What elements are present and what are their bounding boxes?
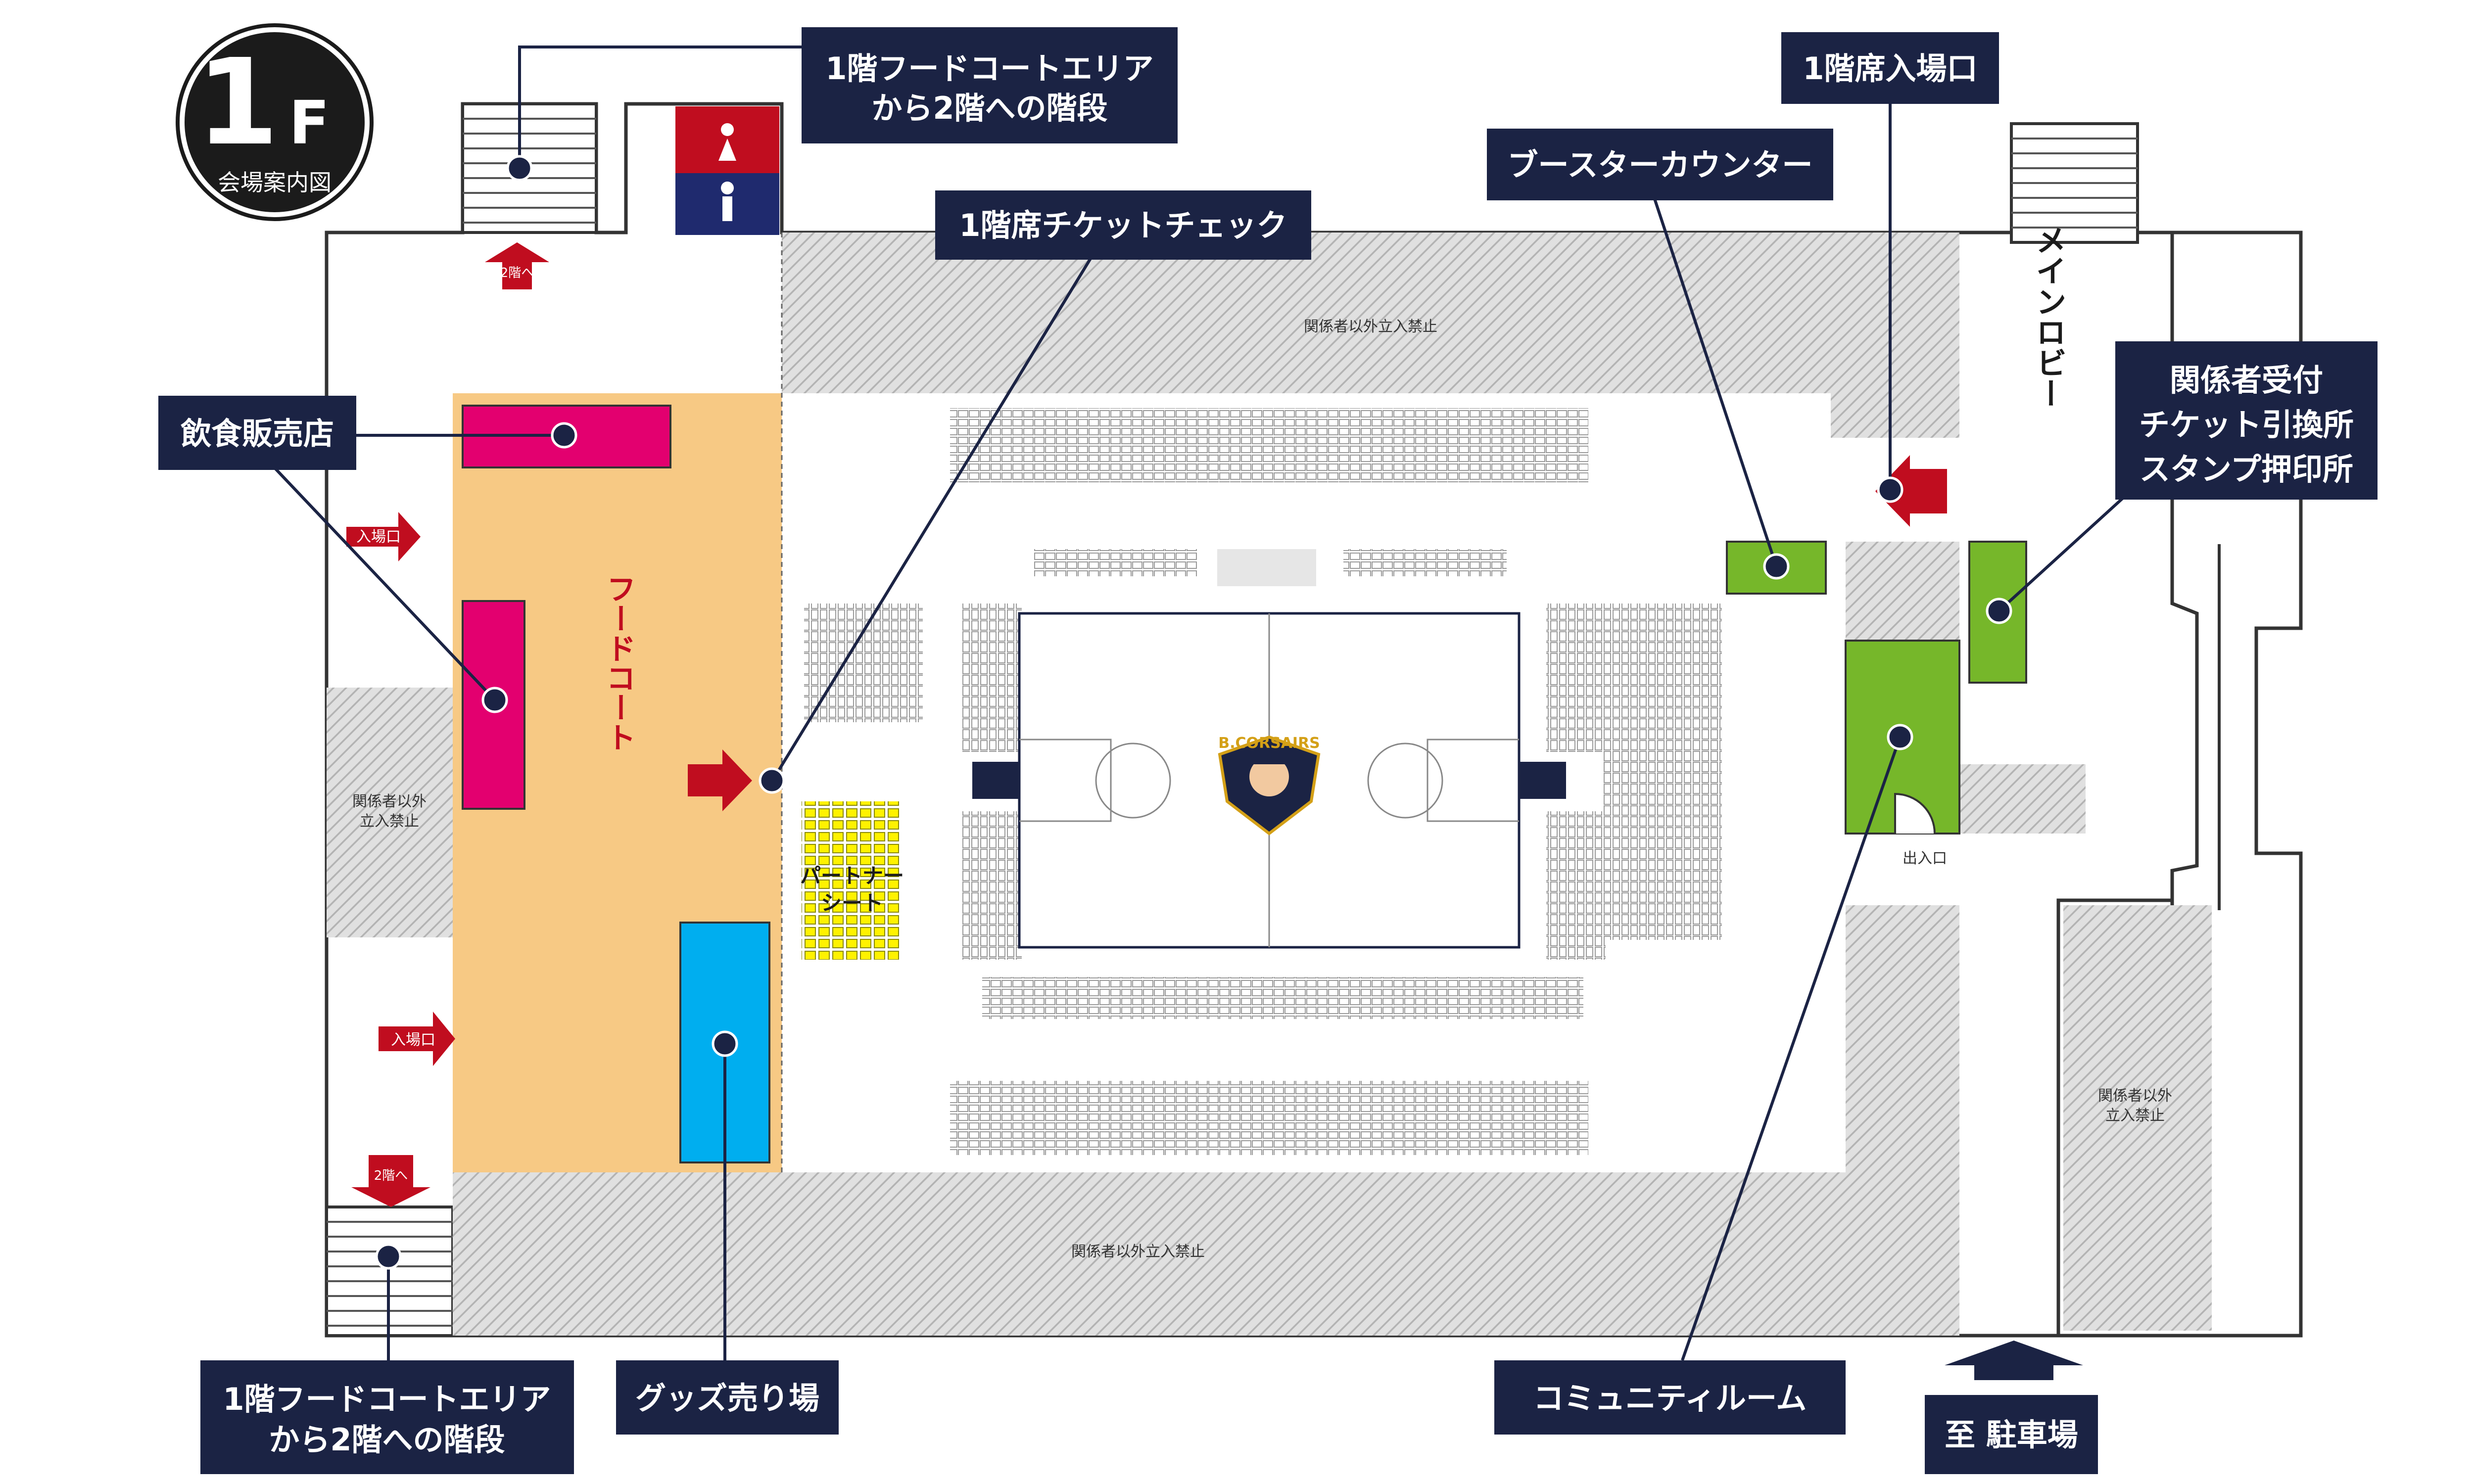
callout-food-stand-text: 飲食販売店 (181, 416, 334, 452)
floor-number: 1 (196, 33, 279, 172)
callout-reception: 関係者受付 チケット引換所 スタンプ押印所 (2115, 341, 2378, 500)
callout-ticket-check-text: 1階席チケットチェック (959, 207, 1287, 243)
callout-stairs-top-line2: から2階への階段 (871, 90, 1107, 126)
restricted-left-2: 立入禁止 (360, 813, 419, 830)
callout-stairs-top: 1階フードコートエリア から2階への階段 (802, 27, 1178, 143)
callout-booster-counter-text: ブースターカウンター (1508, 147, 1813, 183)
callout-stairs-bottom-line2: から2階への階段 (269, 1422, 505, 1458)
restricted-top: 関係者以外立入禁止 (1304, 318, 1437, 335)
callout-stairs-top-line1: 1階フードコートエリア (825, 50, 1153, 87)
entrance-left-1: 入場口 (356, 528, 401, 546)
restricted-areas (327, 232, 2212, 1336)
callout-booster-counter: ブースターカウンター (1487, 129, 1833, 200)
team-logo-text: B.CORSAIRS (1218, 735, 1320, 752)
floor-suffix: F (289, 89, 330, 158)
callout-stairs-bottom: 1階フードコートエリア から2階への階段 (200, 1360, 574, 1474)
callout-reception-line3: スタンプ押印所 (2140, 451, 2353, 487)
restricted-right-1: 関係者以外 (2098, 1087, 2172, 1105)
callout-food-stand: 飲食販売店 (158, 396, 356, 470)
callout-parking: 至 駐車場 (1925, 1395, 2098, 1474)
restroom (675, 106, 779, 235)
direction-arrows (346, 242, 1947, 1207)
partner-seat-label-2: シート (821, 891, 883, 915)
seating-blocks (804, 408, 1722, 1155)
restricted-right-2: 立入禁止 (2105, 1107, 2165, 1124)
callout-goods-text: グッズ売り場 (635, 1380, 819, 1416)
food-court-label: フードコート (601, 574, 636, 752)
parking-arrow (1945, 1341, 2083, 1380)
to-2f-bottom: 2階へ (374, 1168, 408, 1183)
leader-lines (266, 46, 2139, 1361)
leader-dots (375, 155, 2012, 1270)
restricted-left-1: 関係者以外 (352, 793, 427, 810)
to-2f-top: 2階へ (500, 266, 534, 280)
team-logo: B.CORSAIRS (1218, 735, 1321, 835)
entrance-left-2: 入場口 (391, 1031, 435, 1049)
callout-community-room-text: コミュニティルーム (1533, 1380, 1807, 1416)
callout-community-room: コミュニティルーム (1494, 1360, 1846, 1435)
restricted-bottom: 関係者以外立入禁止 (1071, 1243, 1205, 1260)
callout-ticket-check: 1階席チケットチェック (935, 190, 1311, 260)
callout-goods: グッズ売り場 (616, 1360, 839, 1435)
callout-parking-text: 至 駐車場 (1945, 1417, 2078, 1453)
callout-reception-line1: 関係者受付 (2170, 362, 2323, 398)
partner-seat-area (802, 801, 901, 960)
floor-caption: 会場案内図 (218, 169, 332, 196)
stairs-lobby (2010, 122, 2139, 244)
callout-seat-entrance: 1階席入場口 (1781, 32, 1999, 104)
partner-seat-label-1: パートナー (800, 864, 904, 888)
main-lobby-label: メインロビー (2031, 225, 2067, 409)
floor-badge: 1 F 会場案内図 (176, 23, 374, 221)
callout-seat-entrance-text: 1階席入場口 (1803, 50, 1977, 87)
callout-stairs-bottom-line1: 1階フードコートエリア (223, 1381, 551, 1417)
callout-reception-line2: チケット引換所 (2139, 407, 2354, 443)
exit-entrance-label: 出入口 (1903, 850, 1947, 867)
